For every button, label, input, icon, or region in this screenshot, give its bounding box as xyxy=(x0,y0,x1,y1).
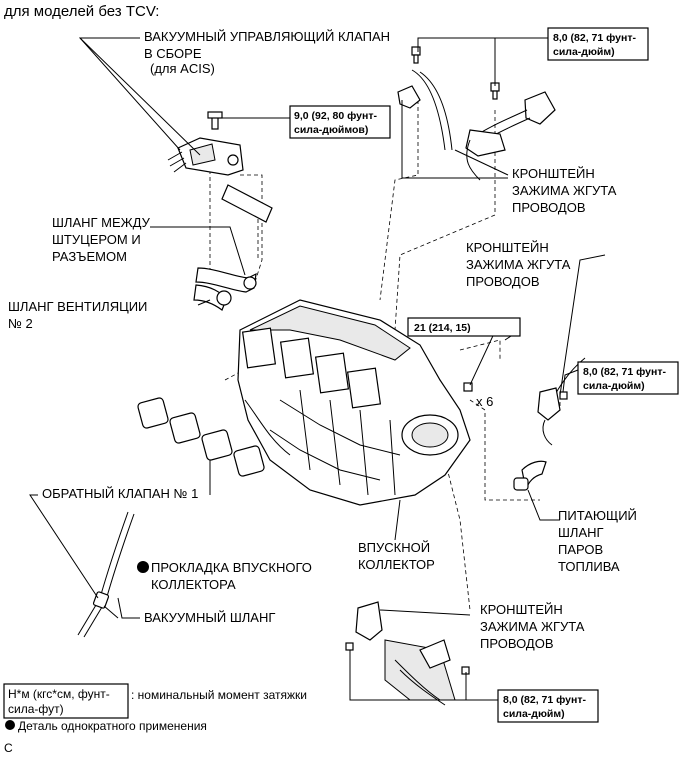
svg-text:9,0 (92, 80 фунт-: 9,0 (92, 80 фунт- xyxy=(294,110,377,122)
intake-manifold-part xyxy=(237,299,471,506)
svg-text:РАЗЪЕМОМ: РАЗЪЕМОМ xyxy=(52,249,127,264)
hose-union-connector-part xyxy=(195,184,273,293)
torque-box-3: 21 (214, 15) xyxy=(407,317,521,337)
svg-text:8,0 (82, 71 фунт-: 8,0 (82, 71 фунт- xyxy=(583,366,666,378)
torque-box-5: 8,0 (82, 71 фунт- сила-дюйм) xyxy=(497,689,599,723)
svg-text:ПРОВОДОВ: ПРОВОДОВ xyxy=(480,636,554,651)
svg-text:сила-дюйм): сила-дюйм) xyxy=(583,380,645,392)
intake-gasket-part xyxy=(137,397,265,477)
svg-text:Деталь однократного применения: Деталь однократного применения xyxy=(18,719,207,733)
vsv-assembly xyxy=(167,111,244,176)
svg-text:ПРОВОДОВ: ПРОВОДОВ xyxy=(466,274,540,289)
ventilation-hose-part xyxy=(193,284,232,311)
manifold-bolt xyxy=(463,382,473,392)
header-title: для моделей без TCV: xyxy=(4,3,159,20)
svg-text:КРОНШТЕЙН: КРОНШТЕЙН xyxy=(466,240,549,255)
svg-text:сила-дюйм): сила-дюйм) xyxy=(503,708,565,720)
torque-box-4: 8,0 (82, 71 фунт- сила-дюйм) xyxy=(577,361,679,395)
svg-text:ЗАЖИМА ЖГУТА: ЗАЖИМА ЖГУТА xyxy=(512,183,617,198)
bracket3-label: КРОНШТЕЙН ЗАЖИМА ЖГУТА ПРОВОДОВ xyxy=(480,602,585,651)
svg-text:сила-дюйм): сила-дюйм) xyxy=(553,46,615,58)
bracket1-label: КРОНШТЕЙН ЗАЖИМА ЖГУТА ПРОВОДОВ xyxy=(512,166,617,215)
vsv-label: ВАКУУМНЫЙ УПРАВЛЯЮЩИЙ КЛАПАН В СБОРЕ (дл… xyxy=(144,29,390,76)
svg-text:ПРОКЛАДКА ВПУСКНОГО: ПРОКЛАДКА ВПУСКНОГО xyxy=(151,560,312,575)
svg-text:ШЛАНГ ВЕНТИЛЯЦИИ: ШЛАНГ ВЕНТИЛЯЦИИ xyxy=(8,299,147,314)
lower-harness-bracket xyxy=(345,601,470,706)
svg-text:КОЛЛЕКТОР: КОЛЛЕКТОР xyxy=(358,557,435,572)
intake-manifold-label: ВПУСКНОЙ КОЛЛЕКТОР xyxy=(358,540,435,572)
corner-mark: C xyxy=(4,741,13,755)
hose-union-label: ШЛАНГ МЕЖДУ ШТУЦЕРОМ И РАЗЪЕМОМ xyxy=(52,215,151,264)
svg-text:: номинальный момент затяжки: : номинальный момент затяжки xyxy=(131,688,307,702)
svg-text:ВАКУУМНЫЙ УПРАВЛЯЮЩИЙ КЛАПАН: ВАКУУМНЫЙ УПРАВЛЯЮЩИЙ КЛАПАН xyxy=(144,29,390,44)
gasket-label: ПРОКЛАДКА ВПУСКНОГО КОЛЛЕКТОРА xyxy=(137,560,312,592)
svg-text:Н*м (кгс*см, фунт-: Н*м (кгс*см, фунт- xyxy=(8,687,110,701)
svg-text:сила-фут): сила-фут) xyxy=(8,702,64,716)
leader-lines xyxy=(29,37,606,701)
torque-box-2: 9,0 (92, 80 фунт- сила-дюймов) xyxy=(289,105,391,139)
svg-text:ШЛАНГ МЕЖДУ: ШЛАНГ МЕЖДУ xyxy=(52,215,151,230)
svg-text:ПРОВОДОВ: ПРОВОДОВ xyxy=(512,200,586,215)
vacuum-hose-part xyxy=(77,511,135,638)
bolt-count-label: x 6 xyxy=(476,394,493,409)
svg-text:КРОНШТЕЙН: КРОНШТЕЙН xyxy=(480,602,563,617)
svg-text:В СБОРЕ: В СБОРЕ xyxy=(144,46,202,61)
torque-box-1: 8,0 (82, 71 фунт- сила-дюйм) xyxy=(547,27,649,61)
svg-text:21 (214, 15): 21 (214, 15) xyxy=(414,322,471,334)
vacuum-hose-label: ВАКУУМНЫЙ ШЛАНГ xyxy=(144,610,275,625)
svg-text:(для ACIS): (для ACIS) xyxy=(150,61,215,76)
svg-text:ПИТАЮЩИЙ: ПИТАЮЩИЙ xyxy=(558,508,637,523)
svg-text:КОЛЛЕКТОРА: КОЛЛЕКТОРА xyxy=(151,577,236,592)
fuel-vapor-hose-part xyxy=(513,460,547,491)
svg-text:ЗАЖИМА ЖГУТА: ЗАЖИМА ЖГУТА xyxy=(466,257,571,272)
non-reusable-legend-icon xyxy=(5,720,15,730)
svg-text:ШЛАНГ: ШЛАНГ xyxy=(558,525,604,540)
svg-text:№ 2: № 2 xyxy=(8,316,33,331)
svg-text:ПАРОВ: ПАРОВ xyxy=(558,542,603,557)
fuel-hose-label: ПИТАЮЩИЙ ШЛАНГ ПАРОВ ТОПЛИВА xyxy=(558,508,637,574)
svg-text:КРОНШТЕЙН: КРОНШТЕЙН xyxy=(512,166,595,181)
svg-text:8,0 (82, 71 фунт-: 8,0 (82, 71 фунт- xyxy=(553,32,636,44)
vent-hose-label: ШЛАНГ ВЕНТИЛЯЦИИ № 2 xyxy=(8,299,147,331)
upper-harness-bracket xyxy=(397,46,556,181)
svg-text:ШТУЦЕРОМ И: ШТУЦЕРОМ И xyxy=(52,232,141,247)
check-valve-label: ОБРАТНЫЙ КЛАПАН № 1 xyxy=(42,486,198,501)
svg-text:8,0 (82, 71 фунт-: 8,0 (82, 71 фунт- xyxy=(503,694,586,706)
non-reusable-icon xyxy=(137,561,149,573)
svg-text:сила-дюймов): сила-дюймов) xyxy=(294,124,368,136)
svg-text:ЗАЖИМА ЖГУТА: ЗАЖИМА ЖГУТА xyxy=(480,619,585,634)
svg-text:ВПУСКНОЙ: ВПУСКНОЙ xyxy=(358,540,430,555)
right-harness-bracket xyxy=(537,357,586,446)
legend-non-reusable: Деталь однократного применения xyxy=(5,719,207,733)
legend-torque-unit: Н*м (кгс*см, фунт- сила-фут) : номинальн… xyxy=(3,683,307,719)
bracket2-label: КРОНШТЕЙН ЗАЖИМА ЖГУТА ПРОВОДОВ xyxy=(466,240,571,289)
svg-text:ТОПЛИВА: ТОПЛИВА xyxy=(558,559,620,574)
